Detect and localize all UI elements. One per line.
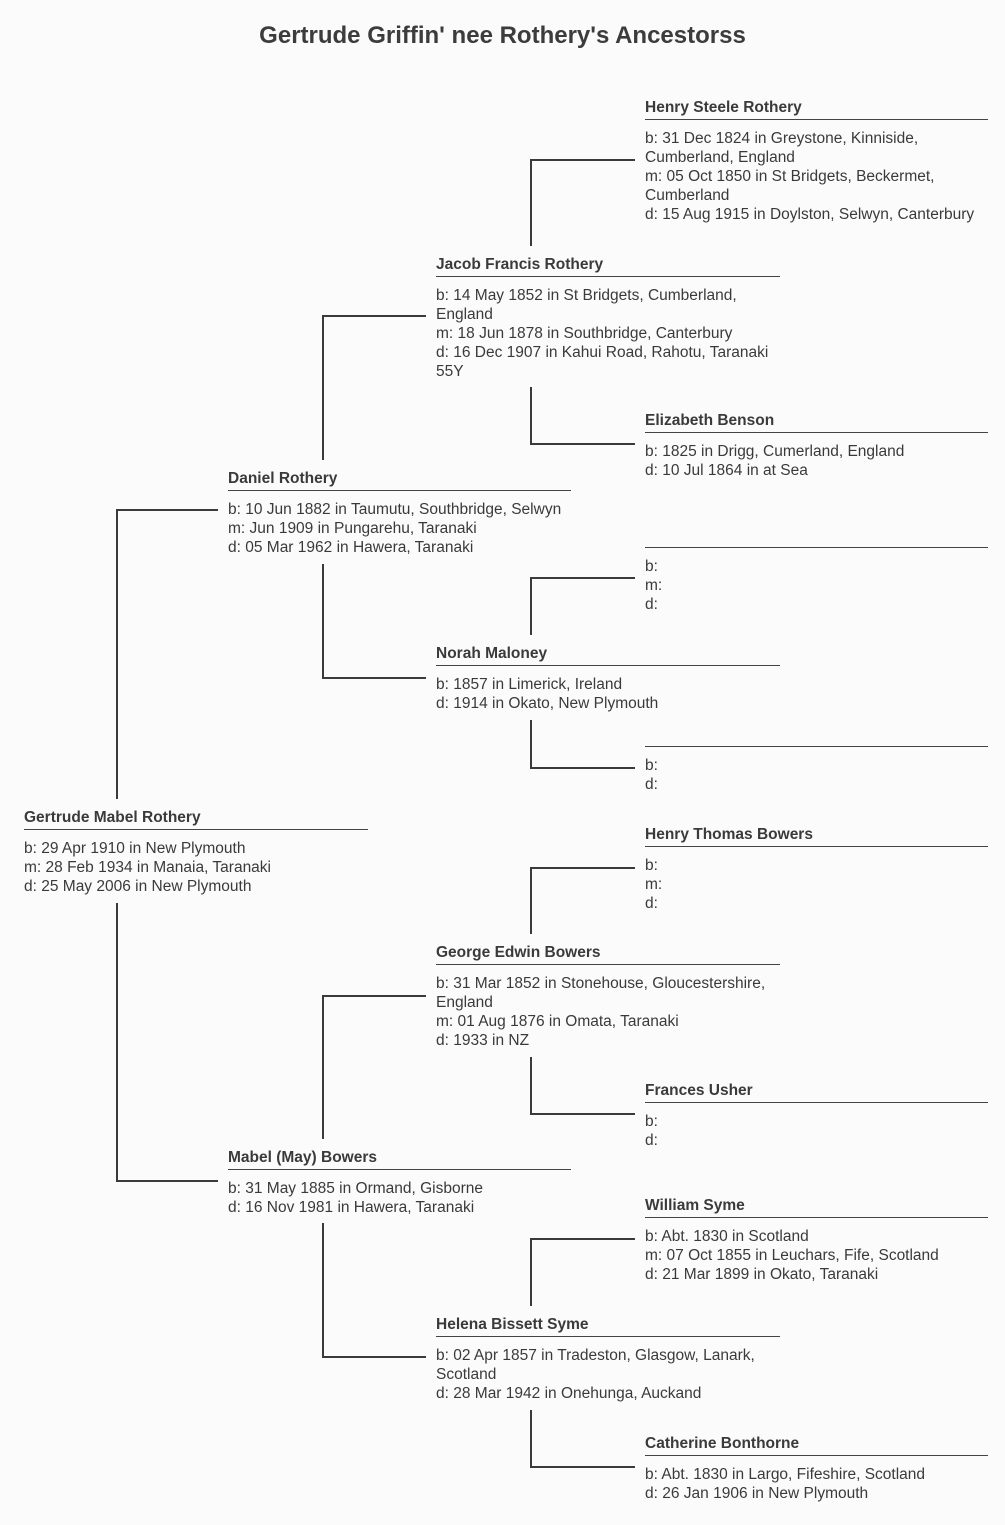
person-daniel-rothery: Daniel Rothery b: 10 Jun 1882 in Taumutu… xyxy=(228,469,571,557)
marriage-info: m: 28 Feb 1934 in Manaia, Taranaki xyxy=(24,859,272,876)
death-info: d: 16 Dec 1907 in Kahui Road, Rahotu, Ta… xyxy=(436,344,769,380)
person-name: Mabel (May) Bowers xyxy=(228,1148,571,1170)
person-name: George Edwin Bowers xyxy=(436,943,780,965)
connector-line xyxy=(530,159,635,161)
birth-info: b: 31 May 1885 in Ormand, Gisborne xyxy=(228,1180,484,1197)
connector-line xyxy=(530,1466,635,1468)
person-frances-usher: Frances Usher b: d: xyxy=(645,1081,988,1150)
person-unknown-mother: b: d: xyxy=(645,725,988,794)
death-info: d: 21 Mar 1899 in Okato, Taranaki xyxy=(645,1266,879,1283)
connector-line xyxy=(322,995,324,1139)
person-name: Henry Steele Rothery xyxy=(645,98,988,120)
chart-title: Gertrude Griffin' nee Rothery's Ancestor… xyxy=(259,22,746,49)
death-info: d: xyxy=(645,1132,658,1149)
death-info: d: 1914 in Okato, New Plymouth xyxy=(436,695,659,712)
person-name: Elizabeth Benson xyxy=(645,411,988,433)
birth-info: b: 14 May 1852 in St Bridgets, Cumberlan… xyxy=(436,287,737,323)
birth-info: b: 29 Apr 1910 in New Plymouth xyxy=(24,840,246,857)
connector-line xyxy=(530,577,532,635)
birth-info: b: Abt. 1830 in Largo, Fifeshire, Scotla… xyxy=(645,1466,926,1483)
marriage-info: m: xyxy=(645,876,663,893)
person-name: William Syme xyxy=(645,1196,988,1218)
connector-line xyxy=(530,1057,532,1114)
connector-line xyxy=(530,159,532,246)
person-name: Jacob Francis Rothery xyxy=(436,255,780,277)
marriage-info: m: xyxy=(645,577,663,594)
connector-line xyxy=(530,1113,635,1115)
person-name xyxy=(645,725,988,747)
connector-line xyxy=(530,1238,635,1240)
connector-line xyxy=(116,509,118,799)
connector-line xyxy=(322,995,426,997)
marriage-info: m: 01 Aug 1876 in Omata, Taranaki xyxy=(436,1013,679,1030)
person-elizabeth-benson: Elizabeth Benson b: 1825 in Drigg, Cumer… xyxy=(645,411,988,480)
birth-info: b: xyxy=(645,558,658,575)
connector-line xyxy=(322,564,324,678)
connector-line xyxy=(530,387,532,444)
connector-line xyxy=(530,1238,532,1306)
connector-line xyxy=(530,1410,532,1467)
marriage-info: m: 05 Oct 1850 in St Bridgets, Beckermet… xyxy=(645,168,935,204)
person-catherine-bonthorne: Catherine Bonthorne b: Abt. 1830 in Larg… xyxy=(645,1434,988,1503)
marriage-info: m: Jun 1909 in Pungarehu, Taranaki xyxy=(228,520,477,537)
death-info: d: 25 May 2006 in New Plymouth xyxy=(24,878,252,895)
person-mabel-may-bowers: Mabel (May) Bowers b: 31 May 1885 in Orm… xyxy=(228,1148,571,1217)
connector-line xyxy=(530,577,635,579)
death-info: d: xyxy=(645,895,658,912)
death-info: d: xyxy=(645,596,658,613)
death-info: d: xyxy=(645,776,658,793)
person-name: Daniel Rothery xyxy=(228,469,571,491)
connector-line xyxy=(530,720,532,768)
connector-line xyxy=(322,315,324,460)
connector-line xyxy=(116,903,118,1181)
death-info: d: 1933 in NZ xyxy=(436,1032,530,1049)
connector-line xyxy=(530,867,532,934)
connector-line xyxy=(322,1356,426,1358)
birth-info: b: 1825 in Drigg, Cumerland, England xyxy=(645,443,905,460)
death-info: d: 26 Jan 1906 in New Plymouth xyxy=(645,1485,869,1502)
person-name xyxy=(645,526,988,548)
person-name: Helena Bissett Syme xyxy=(436,1315,780,1337)
person-helena-bissett-syme: Helena Bissett Syme b: 02 Apr 1857 in Tr… xyxy=(436,1315,780,1403)
birth-info: b: xyxy=(645,857,658,874)
person-name: Frances Usher xyxy=(645,1081,988,1103)
person-name: Catherine Bonthorne xyxy=(645,1434,988,1456)
connector-line xyxy=(530,443,635,445)
person-george-edwin-bowers: George Edwin Bowers b: 31 Mar 1852 in St… xyxy=(436,943,780,1050)
connector-line xyxy=(116,509,218,511)
person-unknown-father: b: m: d: xyxy=(645,526,988,614)
person-name: Henry Thomas Bowers xyxy=(645,825,988,847)
connector-line xyxy=(322,1223,324,1357)
connector-line xyxy=(116,1180,218,1182)
death-info: d: 28 Mar 1942 in Onehunga, Auckand xyxy=(436,1385,702,1402)
connector-line xyxy=(530,867,635,869)
person-name: Gertrude Mabel Rothery xyxy=(24,808,368,830)
marriage-info: m: 07 Oct 1855 in Leuchars, Fife, Scotla… xyxy=(645,1247,939,1264)
person-henry-steele-rothery: Henry Steele Rothery b: 31 Dec 1824 in G… xyxy=(645,98,988,224)
person-gertrude-mabel-rothery: Gertrude Mabel Rothery b: 29 Apr 1910 in… xyxy=(24,808,368,896)
birth-info: b: xyxy=(645,1113,658,1130)
death-info: d: 10 Jul 1864 in at Sea xyxy=(645,462,808,479)
birth-info: b: 31 Dec 1824 in Greystone, Kinniside, … xyxy=(645,130,919,166)
connector-line xyxy=(322,677,426,679)
birth-info: b: Abt. 1830 in Scotland xyxy=(645,1228,809,1245)
person-william-syme: William Syme b: Abt. 1830 in Scotland m:… xyxy=(645,1196,988,1284)
birth-info: b: 1857 in Limerick, Ireland xyxy=(436,676,623,693)
person-name: Norah Maloney xyxy=(436,644,780,666)
connector-line xyxy=(322,315,426,317)
person-norah-maloney: Norah Maloney b: 1857 in Limerick, Irela… xyxy=(436,644,780,713)
death-info: d: 16 Nov 1981 in Hawera, Taranaki xyxy=(228,1199,475,1216)
birth-info: b: 31 Mar 1852 in Stonehouse, Gloucester… xyxy=(436,975,766,1011)
death-info: d: 05 Mar 1962 in Hawera, Taranaki xyxy=(228,539,474,556)
death-info: d: 15 Aug 1915 in Doylston, Selwyn, Cant… xyxy=(645,206,975,223)
marriage-info: m: 18 Jun 1878 in Southbridge, Canterbur… xyxy=(436,325,733,342)
person-henry-thomas-bowers: Henry Thomas Bowers b: m: d: xyxy=(645,825,988,913)
connector-line xyxy=(530,767,635,769)
person-jacob-francis-rothery: Jacob Francis Rothery b: 14 May 1852 in … xyxy=(436,255,780,381)
birth-info: b: 10 Jun 1882 in Taumutu, Southbridge, … xyxy=(228,501,562,518)
birth-info: b: 02 Apr 1857 in Tradeston, Glasgow, La… xyxy=(436,1347,755,1383)
birth-info: b: xyxy=(645,757,658,774)
